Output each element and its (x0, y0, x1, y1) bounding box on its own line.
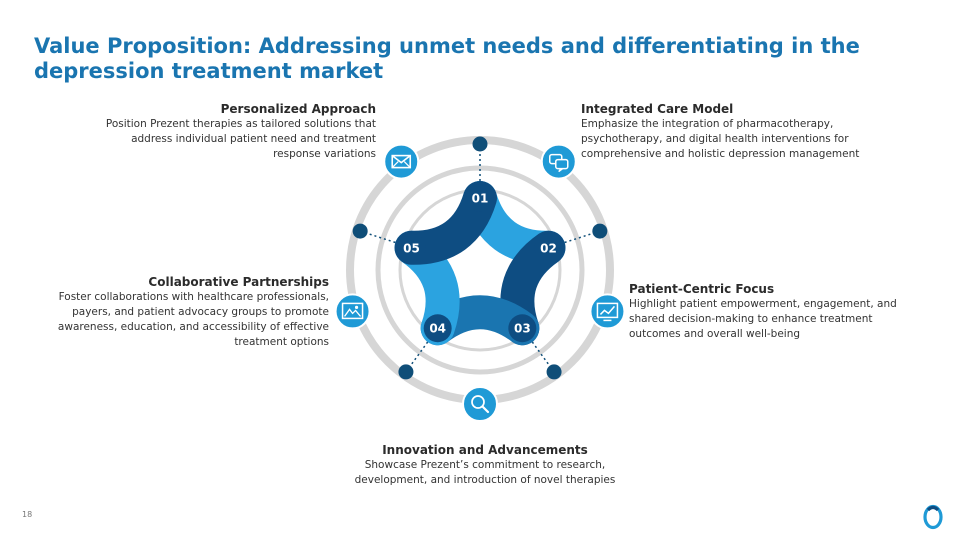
node-04-circle (423, 314, 452, 343)
node-05-label: 05 (403, 241, 420, 255)
pentagon-petals (394, 181, 566, 346)
chat-bubbles-icon (540, 143, 577, 180)
node-03-label: 03 (514, 322, 531, 336)
segment-1-line-1: Position Prezent therapies as tailored s… (105, 118, 376, 130)
page-title: Value Proposition: Addressing unmet need… (34, 34, 860, 83)
segment-1-line-2: address individual patient need and trea… (131, 133, 376, 145)
segment-4-line-2: development, and introduction of novel t… (354, 474, 616, 486)
node-03-circle (508, 314, 537, 343)
middle-ring (375, 165, 585, 375)
node-05-circle (397, 233, 426, 262)
segment-5-title: Collaborative Partnerships (148, 275, 329, 289)
segment-4-line-1: Showcase Prezent’s commitment to researc… (364, 459, 606, 471)
number-nodes: 01 02 03 04 05 (397, 184, 563, 343)
outer-dots (352, 136, 608, 380)
envelope-icon (383, 143, 420, 180)
segment-icons (334, 143, 626, 422)
segment-4-text: Innovation and Advancements Showcase Pre… (325, 442, 645, 488)
search-icon (462, 386, 498, 422)
outer-dot-1 (472, 136, 488, 152)
outer-dot-4 (398, 364, 414, 380)
landscape-image-icon (334, 293, 371, 330)
segment-5-line-4: treatment options (234, 336, 329, 348)
outer-dot-2 (592, 223, 608, 239)
segment-3-title: Patient-Centric Focus (629, 282, 775, 296)
node-04-label: 04 (429, 322, 446, 336)
segment-3-text: Patient-Centric Focus Highlight patient … (629, 281, 929, 342)
segment-2-text: Integrated Care Model Emphasize the inte… (581, 101, 901, 162)
outer-dot-5 (352, 223, 368, 239)
segment-1-text: Personalized Approach Position Prezent t… (80, 101, 376, 162)
segment-1-line-3: response variations (273, 148, 376, 160)
segment-2-line-1: Emphasize the integration of pharmacothe… (581, 118, 834, 130)
segment-2-line-2: psychotherapy, and digital health interv… (581, 133, 849, 145)
segment-1-title: Personalized Approach (220, 102, 376, 116)
segment-3-line-2: shared decision-making to enhance treatm… (629, 313, 873, 325)
segment-3-line-1: Highlight patient empowerment, engagemen… (629, 298, 897, 310)
node-02-circle (534, 233, 563, 262)
segment-5-line-3: awareness, education, and accessibility … (57, 321, 329, 333)
segment-2-title: Integrated Care Model (581, 102, 734, 116)
node-02-label: 02 (540, 241, 557, 255)
segment-4-title: Innovation and Advancements (382, 443, 588, 457)
segment-3-line-3: outcomes and overall well-being (629, 328, 801, 340)
trend-chart-icon (589, 293, 626, 330)
node-01-circle (466, 184, 494, 212)
segment-2-line-3: comprehensive and holistic depression ma… (581, 148, 860, 160)
segment-5-line-1: Foster collaborations with healthcare pr… (58, 291, 329, 303)
outer-dot-3 (546, 364, 562, 380)
node-01-label: 01 (472, 192, 489, 206)
prezent-logo-icon (923, 504, 943, 530)
page-number: 18 (22, 510, 33, 519)
segment-5-line-2: payers, and patient advocacy groups to p… (72, 306, 329, 318)
segment-5-text: Collaborative Partnerships Foster collab… (20, 274, 329, 350)
